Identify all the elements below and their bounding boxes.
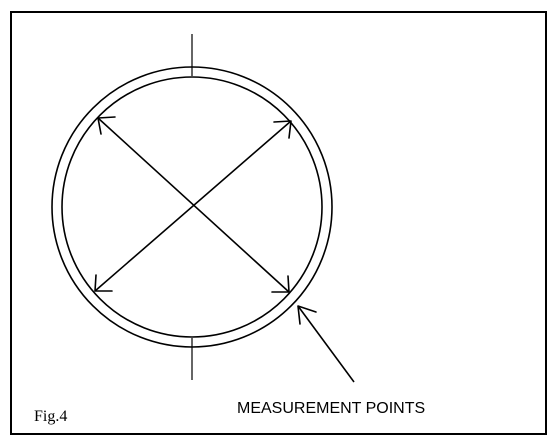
diagonal-line-2 [94, 120, 292, 292]
figure-label: Fig.4 [34, 408, 67, 425]
arrowhead-top-left [97, 116, 116, 135]
pointer-line [297, 305, 355, 383]
arrowhead-bottom-right [271, 275, 290, 293]
annotation-label: MEASUREMENT POINTS [237, 400, 425, 417]
arrowhead-top-right [273, 120, 292, 139]
outer-circle [51, 66, 333, 348]
figure-frame [10, 11, 547, 435]
arrowhead-bottom-left [94, 274, 113, 292]
inner-circle [61, 76, 323, 338]
